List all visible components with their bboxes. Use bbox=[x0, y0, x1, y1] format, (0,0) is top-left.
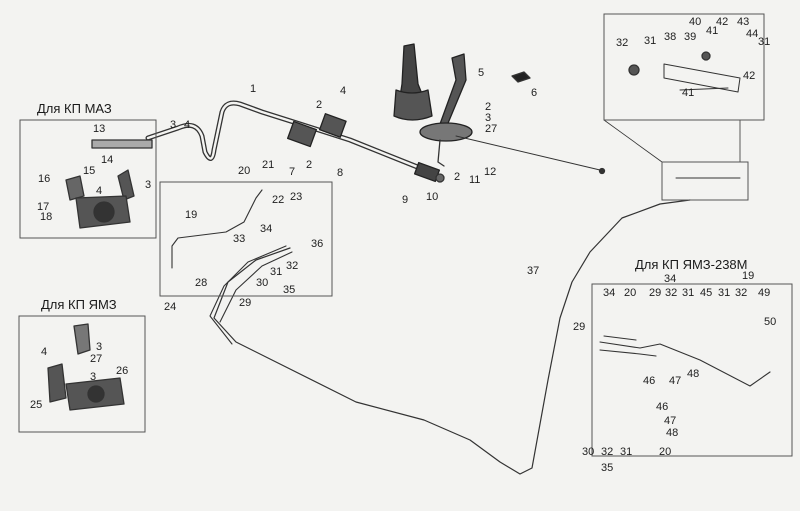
callout-label-32b: 32 bbox=[665, 287, 678, 299]
callout-label-13: 13 bbox=[93, 123, 106, 135]
callout-label-31d: 31 bbox=[718, 287, 731, 299]
callout-label-19a: 19 bbox=[185, 209, 198, 221]
callout-label-12: 12 bbox=[484, 166, 497, 178]
callout-label-49: 49 bbox=[758, 287, 771, 299]
callout-label-2b: 2 bbox=[485, 101, 492, 113]
callout-label-40: 40 bbox=[689, 16, 702, 28]
callout-label-31e: 31 bbox=[620, 446, 633, 458]
callout-label-27a: 27 bbox=[485, 123, 498, 135]
callout-label-2d: 2 bbox=[306, 159, 313, 171]
callout-label-16: 16 bbox=[38, 173, 51, 185]
callout-label-46b: 46 bbox=[656, 401, 669, 413]
callout-label-38: 38 bbox=[664, 31, 677, 43]
callout-label-32d: 32 bbox=[601, 446, 614, 458]
callout-label-50: 50 bbox=[764, 316, 777, 328]
callout-label-2c: 2 bbox=[454, 171, 461, 183]
callout-label-33: 33 bbox=[233, 233, 246, 245]
caption-maz: Для КП МАЗ bbox=[37, 101, 112, 116]
callout-label-3a: 3 bbox=[170, 119, 177, 131]
callout-label-6: 6 bbox=[531, 87, 538, 99]
callout-label-9: 9 bbox=[402, 194, 409, 206]
callout-label-25: 25 bbox=[30, 399, 43, 411]
callout-label-44: 44 bbox=[746, 28, 759, 40]
callout-label-19b: 19 bbox=[742, 270, 755, 282]
callout-label-42b: 42 bbox=[743, 70, 756, 82]
callout-label-21: 21 bbox=[262, 159, 275, 171]
callout-label-30a: 30 bbox=[256, 277, 269, 289]
callout-label-48a: 48 bbox=[687, 368, 700, 380]
callout-label-31f: 31 bbox=[758, 36, 771, 48]
callout-label-43: 43 bbox=[737, 16, 750, 28]
callout-label-29c: 29 bbox=[573, 321, 586, 333]
callout-label-2a: 2 bbox=[316, 99, 323, 111]
callout-label-31c: 31 bbox=[682, 287, 695, 299]
callout-label-27b: 27 bbox=[90, 353, 103, 365]
callout-label-34b: 34 bbox=[603, 287, 616, 299]
callout-label-47b: 47 bbox=[664, 415, 677, 427]
callout-label-31b: 31 bbox=[270, 266, 283, 278]
callout-label-42a: 42 bbox=[716, 16, 729, 28]
callout-label-11: 11 bbox=[469, 174, 481, 186]
callout-label-45: 45 bbox=[700, 287, 713, 299]
callout-label-32a: 32 bbox=[616, 37, 629, 49]
callout-label-8: 8 bbox=[337, 167, 344, 179]
callout-label-36: 36 bbox=[311, 238, 324, 250]
callout-label-18: 18 bbox=[40, 211, 53, 223]
callout-label-39: 39 bbox=[684, 31, 697, 43]
callout-label-24: 24 bbox=[164, 301, 177, 313]
callout-label-20c: 20 bbox=[659, 446, 672, 458]
callout-label-3d: 3 bbox=[96, 341, 103, 353]
callout-label-10: 10 bbox=[426, 191, 439, 203]
callout-label-31a: 31 bbox=[644, 35, 657, 47]
callout-label-14: 14 bbox=[101, 154, 114, 166]
callout-label-20a: 20 bbox=[238, 165, 251, 177]
callout-label-4d: 4 bbox=[41, 346, 48, 358]
caption-yamz238: Для КП ЯМЗ-238М bbox=[635, 257, 748, 272]
callout-label-29b: 29 bbox=[649, 287, 662, 299]
callout-label-32c: 32 bbox=[735, 287, 748, 299]
callout-label-4a: 4 bbox=[184, 119, 191, 131]
callout-label-34a: 34 bbox=[260, 223, 273, 235]
callout-label-4c: 4 bbox=[96, 185, 103, 197]
callout-label-23: 23 bbox=[290, 191, 303, 203]
callout-label-1: 1 bbox=[250, 83, 257, 95]
callout-label-48b: 48 bbox=[666, 427, 679, 439]
callout-label-29a: 29 bbox=[239, 297, 252, 309]
callout-label-37: 37 bbox=[527, 265, 540, 277]
callout-label-5: 5 bbox=[478, 67, 485, 79]
callout-label-46a: 46 bbox=[643, 375, 656, 387]
callout-label-32e: 32 bbox=[286, 260, 299, 272]
callout-label-22: 22 bbox=[272, 194, 285, 206]
caption-yamz: Для КП ЯМЗ bbox=[41, 297, 117, 312]
callout-label-3c: 3 bbox=[145, 179, 152, 191]
callout-label-35b: 35 bbox=[601, 462, 614, 474]
callout-label-15: 15 bbox=[83, 165, 96, 177]
callout-label-41a: 41 bbox=[706, 25, 719, 37]
callout-label-20b: 20 bbox=[624, 287, 637, 299]
callout-label-35a: 35 bbox=[283, 284, 296, 296]
callout-label-41b: 41 bbox=[682, 87, 695, 99]
callout-label-30b: 30 bbox=[582, 446, 595, 458]
callout-label-47a: 47 bbox=[669, 375, 682, 387]
callout-label-3b: 3 bbox=[485, 112, 492, 124]
callout-label-4b: 4 bbox=[340, 85, 347, 97]
callout-label-28: 28 bbox=[195, 277, 208, 289]
callout-label-26: 26 bbox=[116, 365, 129, 377]
callout-label-7: 7 bbox=[289, 166, 296, 178]
callout-label-17: 17 bbox=[37, 201, 50, 213]
callout-label-3e: 3 bbox=[90, 371, 97, 383]
callout-label-34c: 34 bbox=[664, 273, 677, 285]
